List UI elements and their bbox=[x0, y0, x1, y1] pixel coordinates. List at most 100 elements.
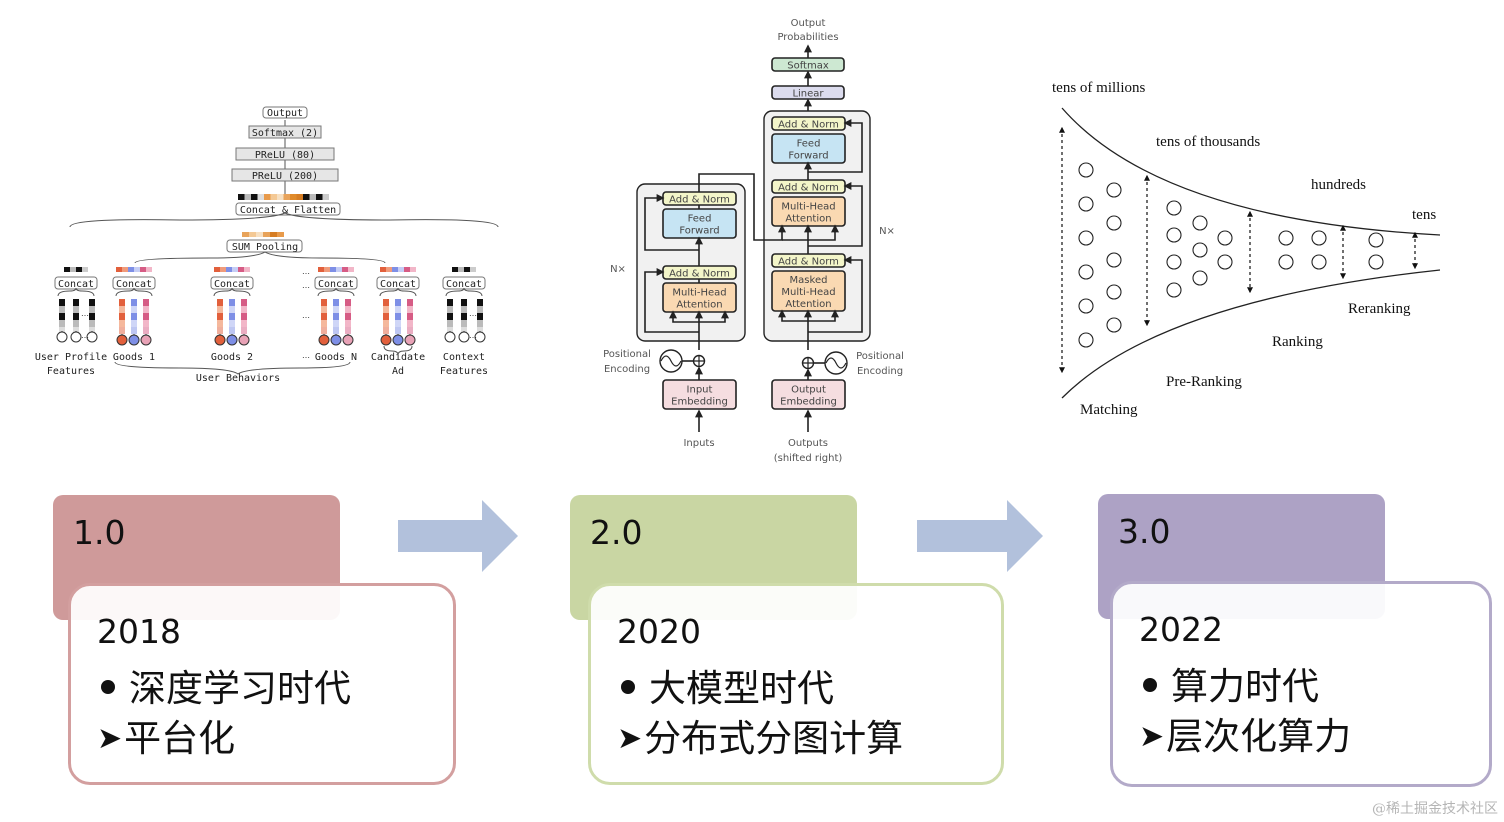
feature-node bbox=[116, 334, 128, 346]
ellipsis: … bbox=[302, 281, 310, 290]
stage-year: 2022 bbox=[1139, 610, 1223, 649]
bullet-icon bbox=[101, 679, 115, 694]
stage-card: 2022 算力时代 ➤层次化算力 bbox=[1110, 581, 1492, 787]
concat-label: Concat bbox=[116, 279, 152, 290]
feature-node bbox=[86, 331, 98, 343]
embedding-cell bbox=[407, 320, 413, 327]
embedding-cell bbox=[461, 299, 467, 306]
embedding-cell bbox=[229, 306, 235, 313]
candidate-item-icon bbox=[1192, 270, 1208, 286]
input-embedding-box-label: Embedding bbox=[671, 397, 728, 408]
ellipsis: … bbox=[469, 331, 477, 340]
embedding-cell bbox=[345, 327, 351, 334]
embedding-cell bbox=[322, 194, 329, 200]
candidate-item-icon bbox=[1368, 254, 1384, 270]
embedding-cell bbox=[477, 313, 483, 320]
flow-arrow-icon bbox=[398, 500, 518, 572]
embedding-cell bbox=[119, 299, 125, 306]
embedding-cell bbox=[470, 267, 476, 272]
funnel-upper-curve bbox=[1061, 107, 1441, 236]
embedding-cell bbox=[217, 327, 223, 334]
embedding-cell bbox=[447, 320, 453, 327]
brace bbox=[213, 287, 251, 297]
embedding-cell bbox=[321, 299, 327, 306]
embedding-cell bbox=[333, 299, 339, 306]
stage-bullet: 深度学习时代 bbox=[97, 658, 351, 712]
embedding-cell bbox=[116, 267, 122, 272]
connector bbox=[778, 309, 808, 322]
candidate-item-icon bbox=[1217, 230, 1233, 246]
embedding-cell bbox=[143, 299, 149, 306]
stage-label: Ranking bbox=[1272, 334, 1323, 350]
group-label: Context bbox=[443, 352, 485, 363]
candidate-item-icon bbox=[1368, 232, 1384, 248]
positional-encoding-label: Encoding bbox=[604, 364, 650, 375]
concat-label: Concat bbox=[446, 279, 482, 290]
connector bbox=[698, 173, 786, 241]
embedding-cell bbox=[238, 194, 245, 200]
embedding-cell bbox=[232, 267, 238, 272]
candidate-item-icon bbox=[1166, 227, 1182, 243]
candidate-item-icon bbox=[1078, 332, 1094, 348]
embedding-cell bbox=[214, 267, 220, 272]
candidate-item-icon bbox=[1278, 254, 1294, 270]
embedding-cell bbox=[395, 313, 401, 320]
ellipsis: … bbox=[81, 309, 89, 318]
embedding-cell bbox=[461, 327, 467, 334]
embedding-cell bbox=[407, 306, 413, 313]
embedding-cell bbox=[290, 194, 297, 200]
concat-flatten-box bbox=[235, 202, 341, 216]
group-label: User Profile bbox=[35, 352, 107, 363]
stage-version: 2.0 bbox=[590, 513, 643, 552]
encoder-block bbox=[636, 183, 746, 342]
embedding-cell bbox=[386, 267, 392, 272]
embedding-cell bbox=[447, 313, 453, 320]
linear-box-label: Linear bbox=[792, 89, 824, 100]
embedding-cell bbox=[333, 320, 339, 327]
embedding-cell bbox=[283, 194, 290, 200]
add-icon bbox=[803, 358, 813, 368]
embedding-cell bbox=[383, 313, 389, 320]
embedding-cell bbox=[59, 327, 65, 334]
embedding-cell bbox=[119, 313, 125, 320]
brace bbox=[114, 361, 351, 375]
candidate-item-icon bbox=[1106, 284, 1122, 300]
embedding-cell bbox=[392, 267, 398, 272]
embedding-cell bbox=[270, 232, 277, 237]
embedding-cell bbox=[64, 267, 70, 272]
layer-label: Output bbox=[267, 108, 303, 119]
feature-node bbox=[380, 334, 392, 346]
embedding-cell bbox=[407, 299, 413, 306]
embedding-cell bbox=[464, 267, 470, 272]
group-label: Goods N bbox=[315, 352, 357, 363]
layer-box bbox=[231, 168, 339, 182]
user-behaviors-label: User Behaviors bbox=[196, 373, 280, 384]
brace bbox=[57, 287, 95, 297]
stage-label: Pre-Ranking bbox=[1166, 374, 1242, 390]
candidate-item-icon bbox=[1311, 230, 1327, 246]
candidate-item-icon bbox=[1078, 230, 1094, 246]
embedding-cell bbox=[143, 320, 149, 327]
embedding-cell bbox=[458, 267, 464, 272]
embedding-cell bbox=[345, 306, 351, 313]
embedding-cell bbox=[244, 194, 251, 200]
stage-year: 2018 bbox=[97, 612, 181, 651]
embedding-cell bbox=[122, 267, 128, 272]
stage-card: 2020 大模型时代 ➤分布式分图计算 bbox=[588, 583, 1004, 785]
brace bbox=[134, 251, 386, 264]
outputs-label: (shifted right) bbox=[774, 453, 843, 464]
group-label: Ad bbox=[392, 366, 404, 377]
candidate-item-icon bbox=[1106, 317, 1122, 333]
embedding-cell bbox=[395, 327, 401, 334]
feature-node bbox=[458, 331, 470, 343]
embedding-cell bbox=[277, 194, 284, 200]
connector bbox=[644, 268, 699, 333]
candidate-item-icon bbox=[1106, 252, 1122, 268]
embedding-cell bbox=[241, 327, 247, 334]
multi-head-attention-box-label: Attention bbox=[676, 300, 722, 311]
candidate-item-icon bbox=[1311, 254, 1327, 270]
